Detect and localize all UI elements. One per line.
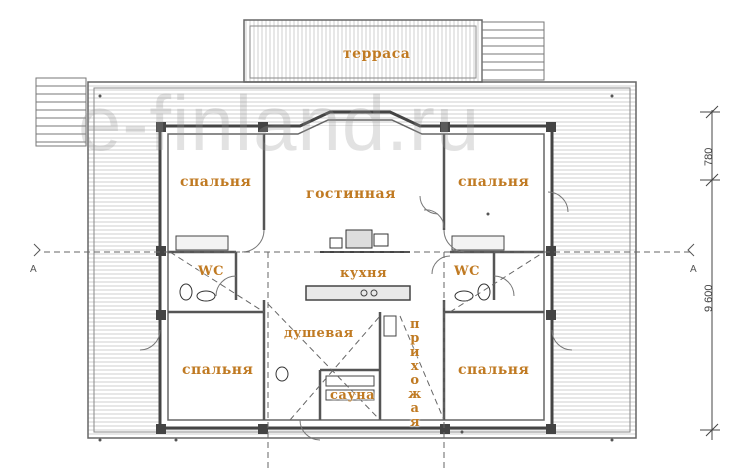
terrace-label: терраса (343, 46, 411, 62)
terrace-deck (243, 19, 483, 83)
sauna-label: сауна (330, 388, 376, 403)
dimension-total: 9 600 (703, 284, 715, 312)
bedroom-bottom-right-label: спальня (458, 362, 530, 378)
stairs-left (35, 77, 87, 147)
axis-mark-right: A (690, 264, 697, 275)
section-markers (33, 243, 695, 257)
axis-mark-left: A (30, 264, 37, 275)
living-room-label: гостинная (306, 186, 396, 202)
dimension-upper: 780 (703, 147, 715, 166)
wc-left-label: WC (198, 264, 224, 279)
shower-label: душевая (284, 326, 354, 341)
wc-right-label: WC (454, 264, 480, 279)
bedroom-top-left-label: спальня (180, 174, 252, 190)
watermark: e-finland.ru (78, 79, 481, 167)
kitchen-label: кухня (340, 266, 388, 281)
dimension-line (700, 105, 720, 440)
hallway-label: прихожая (408, 317, 422, 430)
stairs-right (481, 21, 545, 81)
bedroom-top-right-label: спальня (458, 174, 530, 190)
bedroom-bottom-left-label: спальня (182, 362, 254, 378)
house-walls (44, 94, 690, 470)
